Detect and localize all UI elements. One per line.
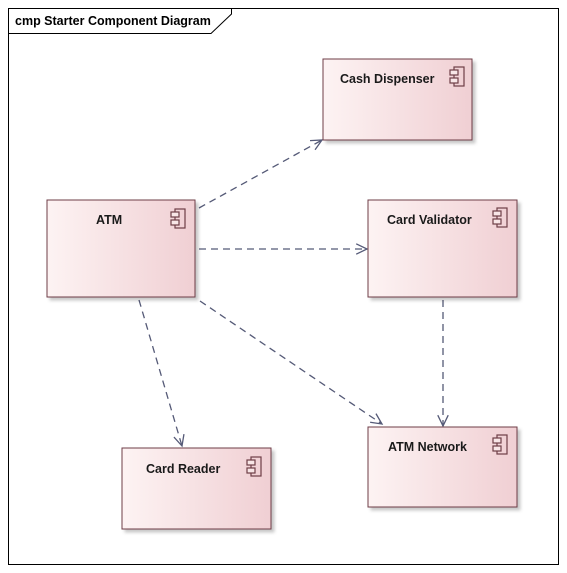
components: ATM Cash Dispenser Card Validator [46, 58, 518, 530]
component-card-validator[interactable]: Card Validator [367, 199, 518, 298]
component-label: ATM Network [388, 440, 467, 454]
component-label: Card Reader [146, 462, 220, 476]
component-icon [246, 456, 262, 477]
dependency-line-atm-to-atm-network[interactable] [199, 300, 383, 425]
component-icon [170, 208, 186, 229]
component-box [121, 447, 272, 530]
component-label: Card Validator [387, 213, 472, 227]
component-cash-dispenser[interactable]: Cash Dispenser [322, 58, 473, 141]
dependency-line-atm-to-card-reader[interactable] [138, 299, 183, 447]
component-atm[interactable]: ATM [46, 199, 196, 298]
component-icon [492, 207, 508, 228]
arrowhead-icon [173, 434, 185, 448]
component-atm-network[interactable]: ATM Network [367, 426, 518, 508]
arrowhead-icon [437, 414, 449, 428]
component-icon [492, 434, 508, 455]
component-box [367, 426, 518, 508]
frame-title-tab [8, 8, 232, 34]
component-label: ATM [96, 213, 122, 227]
component-icon [449, 66, 465, 87]
component-label: Cash Dispenser [340, 72, 435, 86]
component-box [367, 199, 518, 298]
arrowhead-icon [355, 243, 369, 255]
arrowhead-icon [370, 413, 384, 425]
arrowhead-icon [309, 139, 324, 151]
component-box [322, 58, 473, 141]
component-card-reader[interactable]: Card Reader [121, 447, 272, 530]
frame-title: cmp Starter Component Diagram [15, 14, 211, 28]
component-box [46, 199, 196, 298]
dependency-arrows [138, 139, 449, 448]
